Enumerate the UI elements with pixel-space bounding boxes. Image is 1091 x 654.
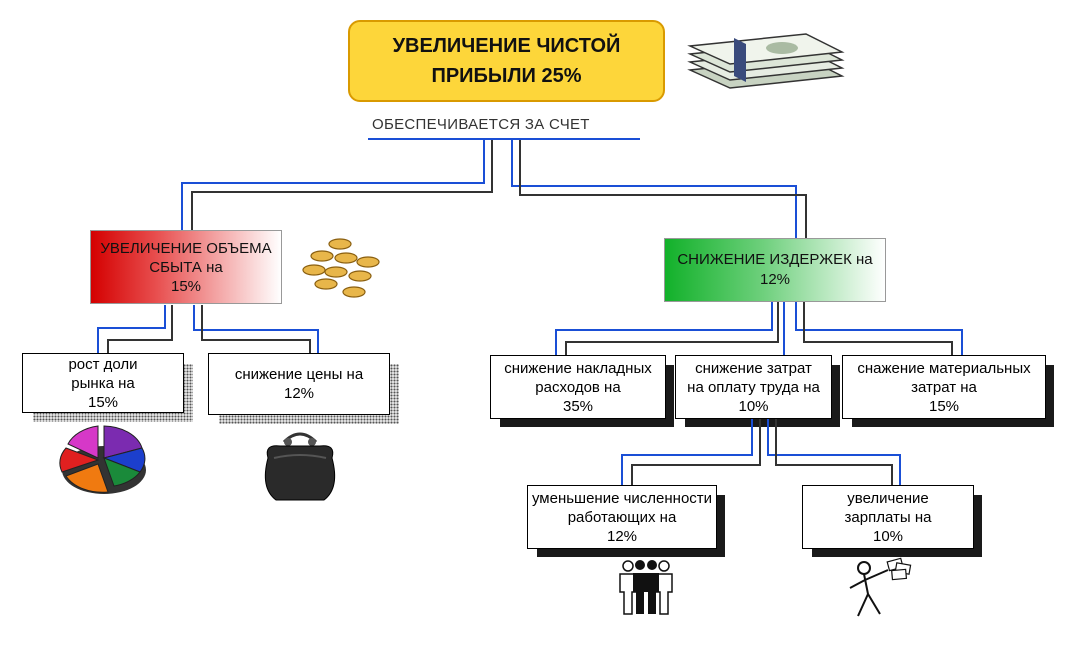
headcount-line1: уменьшение численности	[531, 489, 713, 507]
title-box: УВЕЛИЧЕНИЕ ЧИСТОЙ ПРИБЫЛИ 25%	[348, 20, 665, 102]
material-costs-box: снажение материальных затрат на 15%	[842, 355, 1054, 427]
salary-line3: 10%	[872, 527, 904, 545]
headcount-line3: 12%	[606, 527, 638, 545]
material-costs-line2: затрат на	[911, 378, 977, 396]
overhead-costs-line2: расходов на	[535, 378, 621, 396]
sales-volume-line2: СБЫТА на	[149, 258, 223, 276]
market-share-box: рост доли рынка на 15%	[22, 353, 193, 422]
person-with-money-icon	[849, 557, 912, 617]
market-share-line2: рынка на	[71, 374, 135, 392]
pie-chart-icon	[59, 425, 146, 494]
subtitle: ОБЕСПЕЧИВАЕТСЯ ЗА СЧЕТ	[372, 116, 590, 133]
title-line1: УВЕЛИЧЕНИЕ ЧИСТОЙ	[392, 35, 621, 57]
overhead-costs-box: снижение накладных расходов на 35%	[490, 355, 674, 427]
salary-box: увеличение зарплаты на 10%	[802, 485, 982, 557]
title-line2: ПРИБЫЛИ 25%	[431, 65, 582, 87]
price-reduction-line1: снижение цены на	[234, 366, 364, 383]
market-share-line1: рост доли	[68, 355, 138, 373]
people-group-icon	[619, 560, 673, 615]
cost-reduction-line2: 12%	[759, 271, 791, 288]
salary-line1: увеличение	[847, 489, 929, 507]
purse-icon	[264, 432, 336, 501]
salary-line2: зарплаты на	[844, 508, 932, 526]
cost-reduction-line1: СНИЖЕНИЕ ИЗДЕРЖЕК на	[677, 251, 873, 268]
coins-icon	[302, 238, 380, 298]
labor-costs-line2: на оплату труда на	[687, 378, 820, 396]
material-costs-line1: снажение материальных	[857, 359, 1031, 377]
headcount-box: уменьшение численности работающих на 12%	[527, 485, 725, 557]
cost-reduction-box: СНИЖЕНИЕ ИЗДЕРЖЕК на 12%	[664, 238, 886, 302]
headcount-line2: работающих на	[567, 508, 677, 526]
sales-volume-line3: 15%	[170, 277, 202, 295]
sales-volume-line1: УВЕЛИЧЕНИЕ ОБЪЕМА	[100, 239, 272, 257]
sales-volume-box: УВЕЛИЧЕНИЕ ОБЪЕМА СБЫТА на 15%	[90, 230, 282, 304]
labor-costs-line3: 10%	[738, 397, 769, 415]
price-reduction-box: снижение цены на 12%	[208, 353, 399, 424]
labor-costs-box: снижение затрат на оплату труда на 10%	[675, 355, 840, 427]
overhead-costs-line1: снижение накладных	[504, 359, 652, 377]
price-reduction-line2: 12%	[283, 385, 315, 402]
money-stack-icon	[687, 33, 845, 89]
material-costs-line3: 15%	[928, 397, 960, 415]
market-share-line3: 15%	[87, 393, 119, 411]
overhead-costs-line3: 35%	[562, 397, 594, 415]
labor-costs-line1: снижение затрат	[695, 359, 812, 377]
